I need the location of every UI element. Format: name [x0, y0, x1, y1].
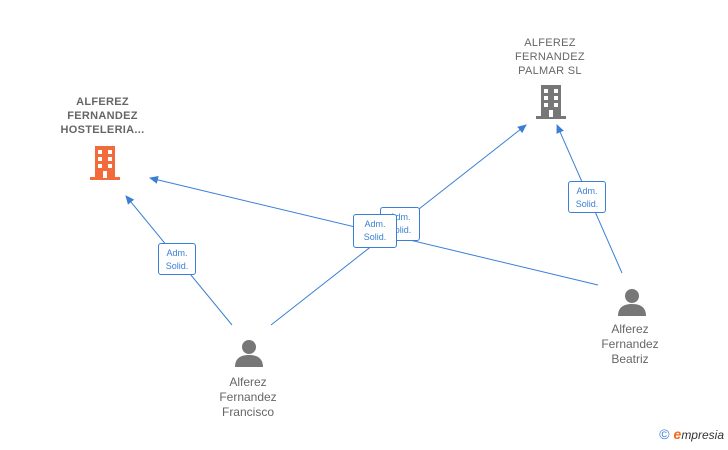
person-name-line: Alferez: [229, 375, 267, 389]
company-name-line: FERNANDEZ: [515, 51, 585, 63]
person-name-line: Alferez: [611, 322, 649, 336]
person-name-line: Beatriz: [611, 352, 649, 366]
building-icon[interactable]: [535, 84, 567, 120]
company-name-hosteleria[interactable]: ALFEREZ FERNANDEZ HOSTELERIA...: [40, 95, 165, 137]
relation-type: Solid.: [363, 232, 387, 242]
relation-type: Solid.: [165, 261, 189, 271]
building-icon[interactable]: [89, 145, 121, 181]
brand-initial: e: [673, 426, 682, 442]
relation-role: Adm.: [576, 186, 598, 196]
relation-role: Adm.: [166, 248, 188, 258]
relation-role: Adm.: [389, 212, 411, 222]
company-name-line: HOSTELERIA...: [60, 124, 145, 136]
relation-type: Solid.: [575, 199, 599, 209]
person-name-francisco[interactable]: Alferez Fernandez Francisco: [196, 375, 300, 420]
company-name-line: FERNANDEZ: [67, 110, 138, 122]
brand-name: mpresia: [681, 428, 724, 442]
person-name-line: Fernandez: [601, 337, 659, 351]
copyright-symbol: ©: [659, 426, 670, 442]
company-name-palmar[interactable]: ALFEREZ FERNANDEZ PALMAR SL: [495, 36, 605, 78]
person-name-beatriz[interactable]: Alferez Fernandez Beatriz: [580, 322, 680, 367]
relation-badge[interactable]: Adm. Solid.: [353, 214, 397, 248]
relation-badge[interactable]: Adm. Solid.: [158, 243, 196, 275]
company-name-line: PALMAR SL: [518, 65, 582, 77]
company-name-line: ALFEREZ: [76, 96, 129, 108]
person-icon[interactable]: [234, 338, 264, 368]
relation-role: Adm.: [364, 219, 386, 229]
person-name-line: Francisco: [221, 405, 274, 419]
relation-badge[interactable]: Adm. Solid.: [568, 181, 606, 213]
empresia-logo[interactable]: ©empresia: [659, 426, 724, 442]
person-name-line: Fernandez: [219, 390, 277, 404]
relation-type: Solid.: [388, 225, 412, 235]
company-name-line: ALFEREZ: [524, 37, 576, 49]
person-icon[interactable]: [617, 287, 647, 317]
